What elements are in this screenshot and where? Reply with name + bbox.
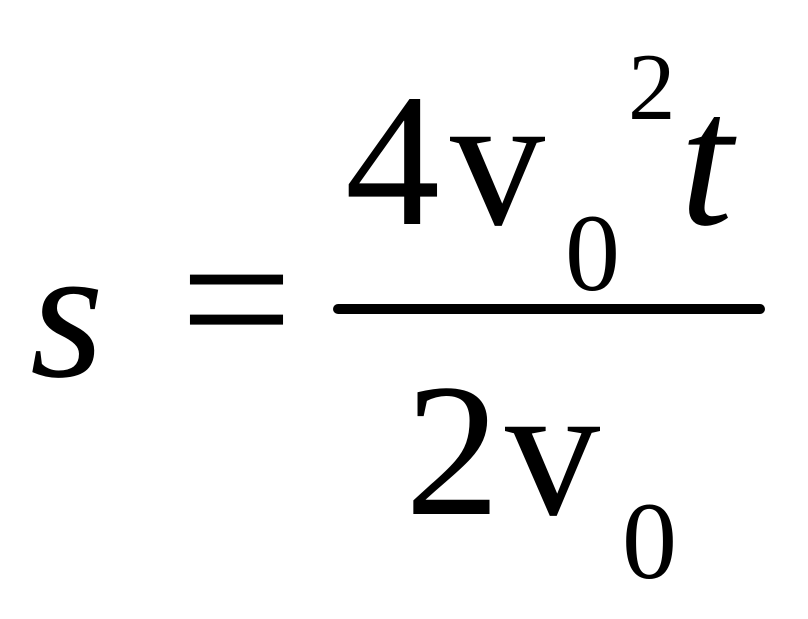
denominator-variable: v bbox=[505, 346, 600, 556]
lhs-variable: s bbox=[30, 208, 104, 418]
numerator-variable: v bbox=[450, 56, 545, 266]
numerator-time-variable: t bbox=[680, 56, 733, 266]
equals-sign: = bbox=[180, 189, 293, 410]
numerator-coefficient: 4 bbox=[345, 56, 440, 266]
denominator-coefficient: 2 bbox=[405, 346, 500, 556]
numerator-subscript: 0 bbox=[565, 192, 620, 314]
numerator-superscript: 2 bbox=[628, 34, 676, 140]
denominator-subscript: 0 bbox=[622, 480, 677, 602]
fraction-bar bbox=[333, 304, 765, 314]
